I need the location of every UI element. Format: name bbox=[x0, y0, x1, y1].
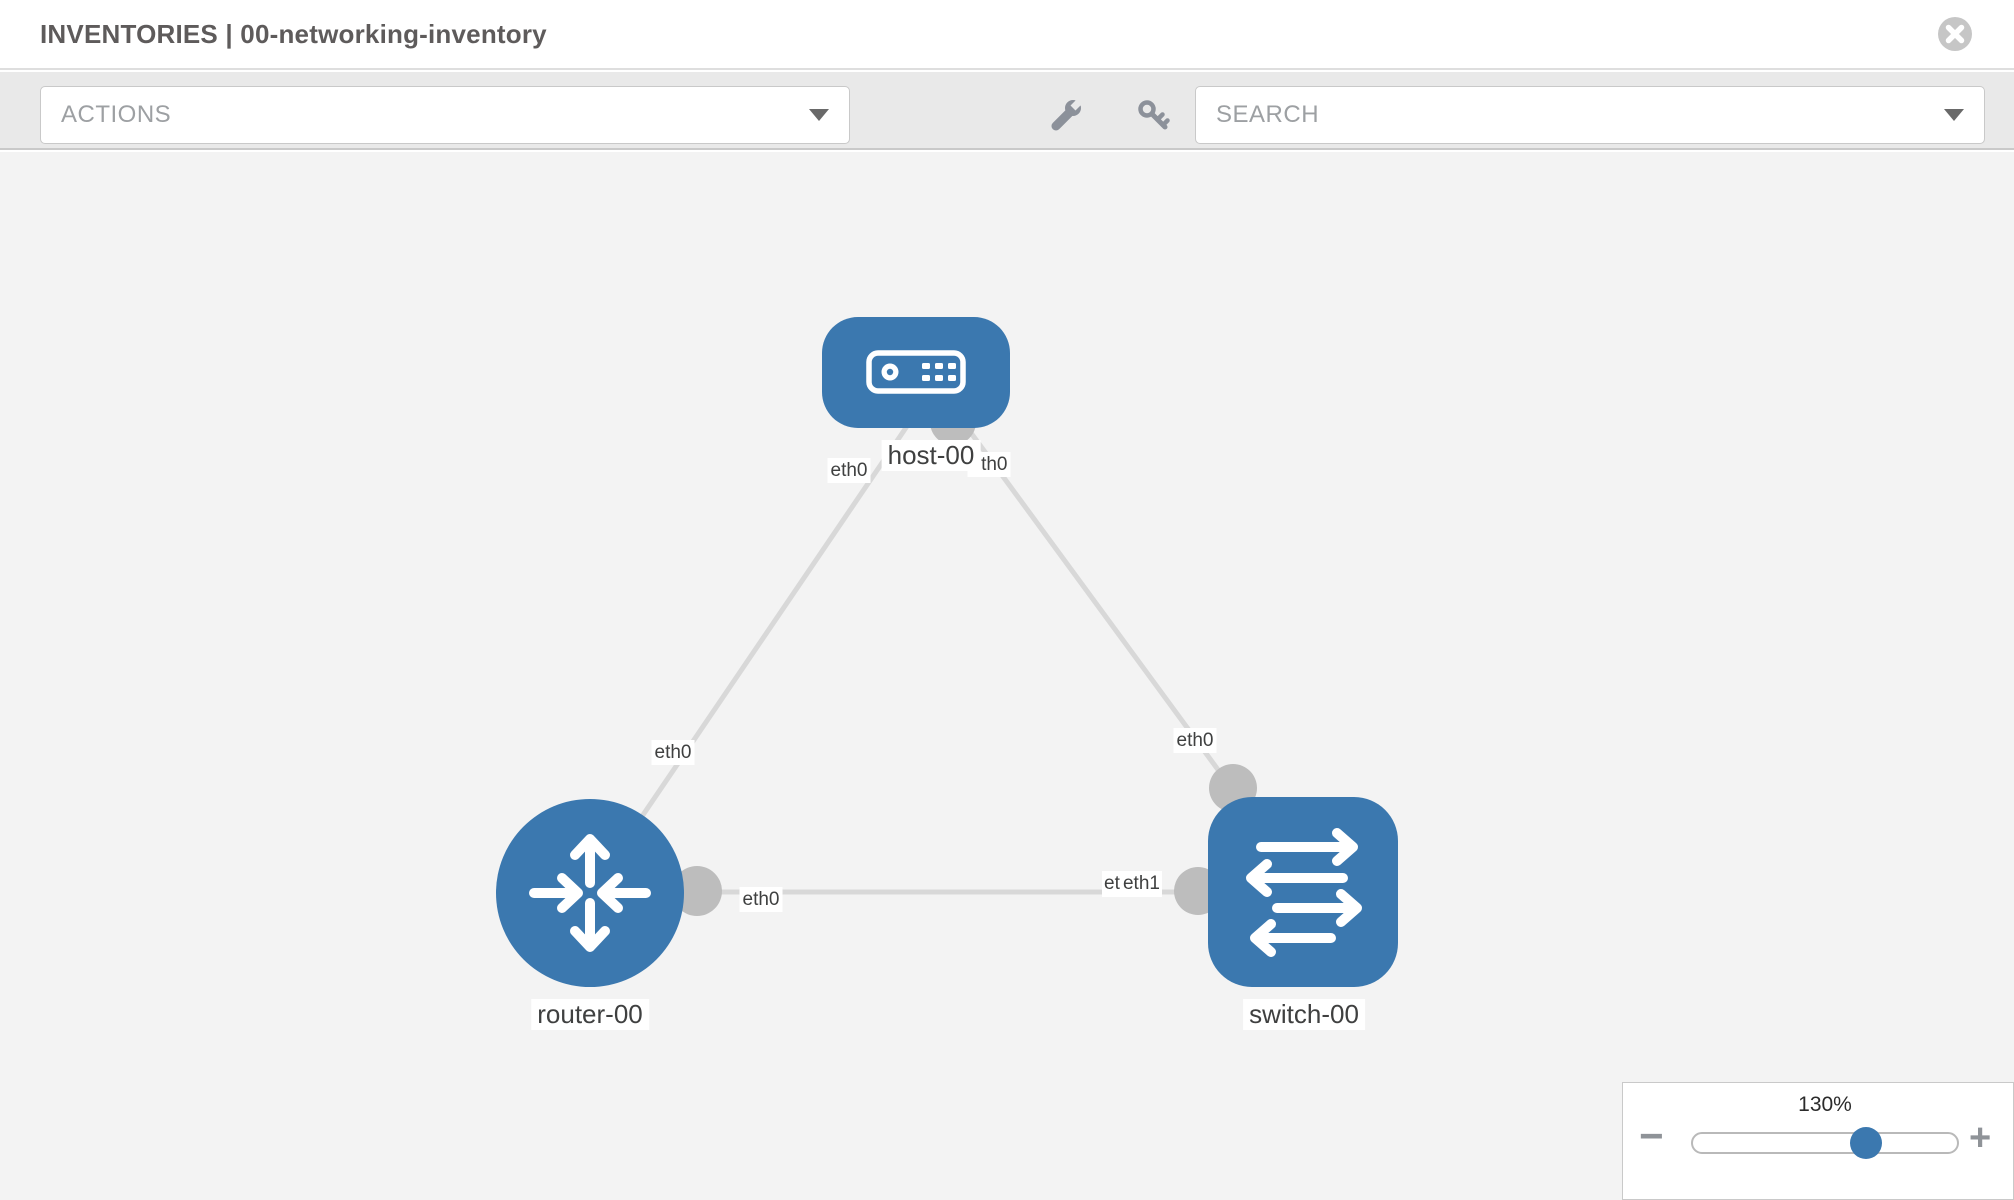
actions-dropdown-label: ACTIONS bbox=[61, 101, 172, 128]
interface-connectors bbox=[672, 399, 1257, 916]
connector-router-eth[interactable] bbox=[672, 866, 722, 916]
chevron-down-icon bbox=[809, 109, 829, 121]
close-icon bbox=[1938, 17, 1972, 51]
host-icon bbox=[866, 350, 966, 394]
node-host-00[interactable] bbox=[822, 317, 1010, 428]
router-icon bbox=[529, 834, 651, 952]
topology-canvas[interactable]: eth0 eth0 eth0 eth0 eth0 eth0 eth1 host-… bbox=[0, 152, 2014, 1200]
node-label-host: host-00 bbox=[881, 440, 981, 471]
credentials-button[interactable] bbox=[1136, 98, 1170, 132]
key-icon bbox=[1138, 100, 1170, 130]
iface-label: eth0 bbox=[827, 458, 871, 483]
page-title: INVENTORIES | 00-networking-inventory bbox=[40, 18, 547, 49]
zoom-slider[interactable] bbox=[1691, 1127, 1959, 1159]
zoom-panel: 130% − + bbox=[1622, 1082, 2014, 1200]
links bbox=[587, 405, 1260, 895]
iface-label-overlap: eth0 eth1 bbox=[1102, 871, 1162, 897]
actions-dropdown[interactable]: ACTIONS bbox=[40, 86, 850, 144]
configure-button[interactable] bbox=[1050, 96, 1085, 132]
search-dropdown-label: SEARCH bbox=[1216, 101, 1320, 128]
link-host-router[interactable] bbox=[587, 405, 923, 895]
node-label-router: router-00 bbox=[531, 999, 649, 1030]
iface-label: eth0 bbox=[651, 740, 695, 765]
zoom-percentage: 130% bbox=[1798, 1093, 1852, 1116]
node-label-switch: switch-00 bbox=[1243, 999, 1365, 1030]
node-switch-00[interactable] bbox=[1208, 797, 1398, 987]
close-button[interactable] bbox=[1937, 16, 1973, 52]
switch-icon bbox=[1246, 828, 1362, 957]
zoom-in-button[interactable]: + bbox=[1969, 1117, 1992, 1159]
iface-label: eth1 bbox=[1120, 871, 1162, 897]
iface-label: eth0 bbox=[1173, 728, 1217, 753]
chevron-down-icon bbox=[1944, 109, 1964, 121]
zoom-out-button[interactable]: − bbox=[1639, 1112, 1664, 1159]
zoom-slider-thumb[interactable] bbox=[1850, 1127, 1882, 1159]
topology-graph bbox=[496, 317, 1398, 987]
search-dropdown[interactable]: SEARCH bbox=[1195, 86, 1985, 144]
node-router-00[interactable] bbox=[496, 799, 684, 987]
toolbar: ACTIONS SEARCH bbox=[0, 72, 2014, 150]
iface-label: eth0 bbox=[739, 887, 783, 912]
page-header: INVENTORIES | 00-networking-inventory bbox=[0, 0, 2014, 70]
wrench-icon bbox=[1051, 96, 1085, 131]
